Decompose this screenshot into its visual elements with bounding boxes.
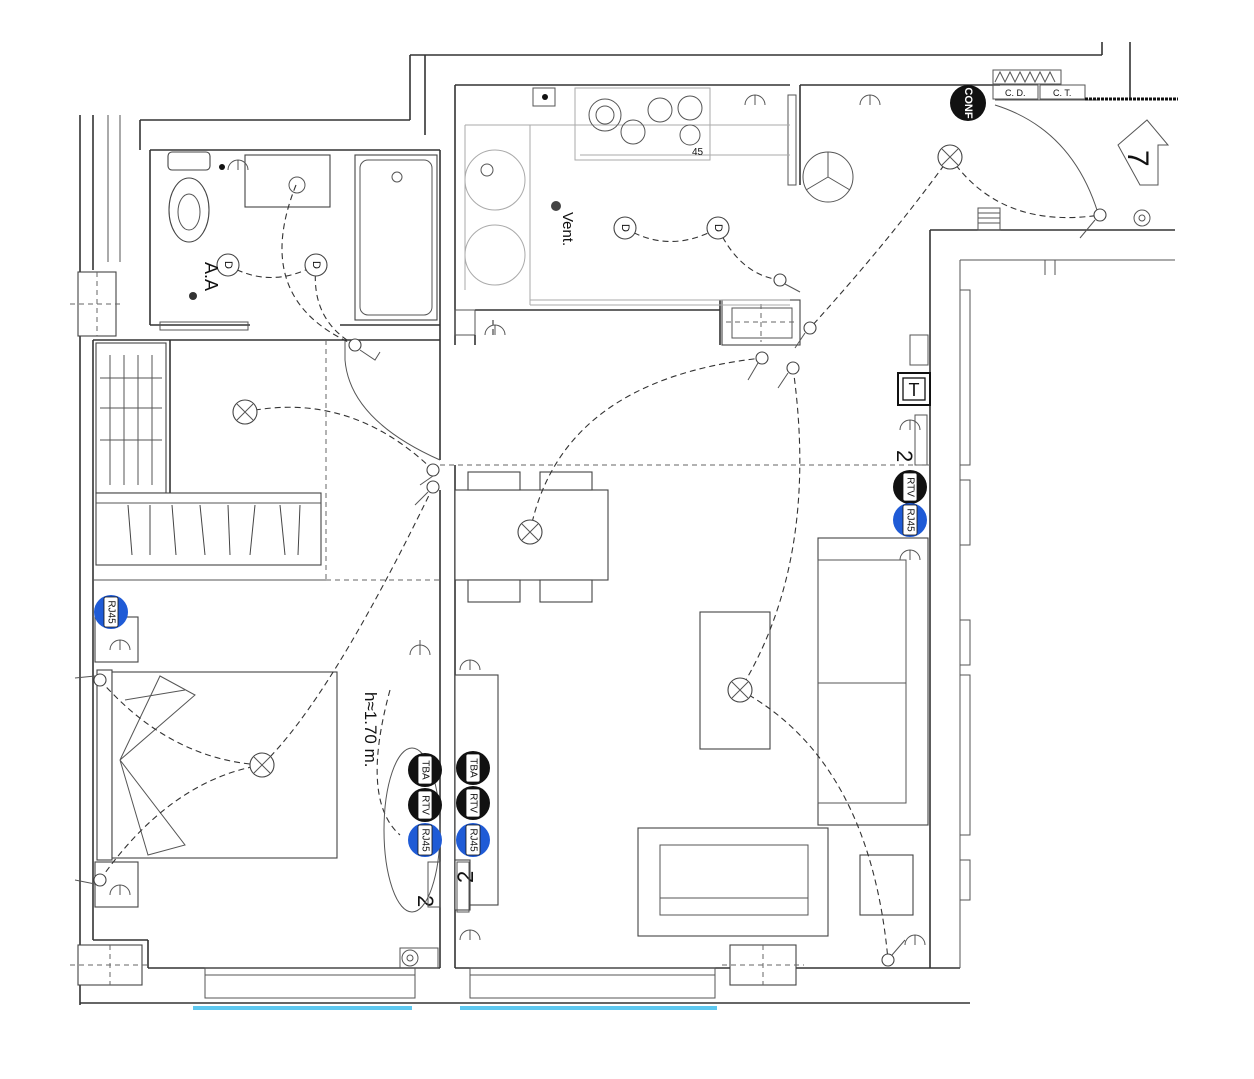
rj45-badge-right: RJ45 (893, 503, 927, 537)
socket-group-outline (383, 747, 441, 913)
svg-text:RTV: RTV (905, 477, 916, 497)
outlet-icon (899, 419, 921, 431)
unit-number: 7 (1121, 150, 1154, 167)
light-point-icon (727, 677, 753, 703)
outlet-icon (744, 94, 766, 106)
tba-badge-living: TBA (456, 751, 490, 785)
switch-icon (773, 273, 801, 293)
switch-icon (414, 480, 440, 506)
svg-text:CONF: CONF (962, 87, 974, 118)
kitchen-fixtures: 45 (464, 87, 854, 306)
light-point-icon (517, 519, 543, 545)
outlet-icon (899, 549, 921, 561)
rj45-badge-bedroom-wall: RJ45 (94, 595, 128, 629)
outlet-icon (904, 934, 926, 946)
svg-text:RJ45: RJ45 (468, 828, 479, 852)
light-point-icon (232, 399, 258, 425)
aa-label: A.A (201, 262, 221, 291)
rtv-badge-right: RTV (893, 470, 927, 504)
rj45-badge-living: RJ45 (456, 823, 490, 857)
svg-text:TBA: TBA (420, 760, 431, 780)
switch-icon (747, 351, 769, 381)
t-box-label: T (909, 380, 920, 400)
doors (344, 94, 1101, 461)
svg-text:TBA: TBA (468, 758, 479, 778)
svg-text:D: D (222, 261, 234, 269)
svg-text:D: D (619, 224, 631, 232)
rtv-badge-living: RTV (456, 786, 490, 820)
outer-walls (79, 42, 1175, 1005)
outlet-icon (859, 94, 881, 106)
downlight-icon: D (216, 253, 240, 277)
svg-text:RJ45: RJ45 (905, 508, 916, 532)
outlet-icon (459, 929, 481, 941)
outlet-icon (109, 639, 131, 651)
tba-badge-bedroom: TBA (408, 753, 442, 787)
svg-text:RJ45: RJ45 (106, 600, 117, 624)
light-points (232, 144, 963, 778)
ct-label: C. T. (1053, 88, 1071, 98)
cd-label: C. D. (1005, 88, 1026, 98)
conf-badge: CONF (950, 85, 986, 121)
switch-icon (1079, 208, 1107, 239)
switch-icon (74, 673, 107, 687)
switches (74, 208, 1107, 967)
light-point-icon (937, 144, 963, 170)
entry-area: C. D. C. T. (977, 69, 1178, 231)
svg-text:RTV: RTV (420, 795, 431, 815)
count-living: 2 (453, 871, 478, 883)
downlight-icon: D (304, 253, 328, 277)
light-point-icon (249, 752, 275, 778)
height-note: h≈1.70 m. (361, 692, 380, 767)
outlet-icon (409, 640, 431, 656)
windows (193, 289, 971, 1010)
outlets (109, 94, 926, 946)
switch-icon (419, 463, 440, 486)
bedroom (93, 579, 439, 969)
svg-text:RJ45: RJ45 (420, 828, 431, 852)
switch-icon (794, 321, 817, 349)
vent-label: Vent. (559, 212, 576, 246)
counter-depth-label: 45 (692, 147, 704, 158)
count-right: 2 (892, 450, 917, 462)
downlight-icon: D (613, 216, 637, 240)
outlet-icon (484, 324, 506, 336)
outlet-icon (109, 884, 131, 896)
switch-icon (348, 338, 381, 361)
rj45-badge-bedroom: RJ45 (408, 823, 442, 857)
rtv-badge-bedroom: RTV (408, 788, 442, 822)
svg-text:D: D (712, 224, 724, 232)
interior-walls (93, 84, 1000, 968)
switch-icon (74, 873, 107, 887)
switch-icon (881, 939, 906, 967)
bathroom-fixtures (167, 87, 556, 321)
closet (95, 340, 930, 581)
switch-icon (777, 361, 800, 389)
svg-text:D: D (310, 261, 322, 269)
downlight-icon: D (706, 216, 730, 240)
svg-text:RTV: RTV (468, 793, 479, 813)
t-box: T (897, 372, 931, 406)
d-points: D D D D (216, 216, 730, 277)
outlet-icon (459, 659, 481, 671)
columns (70, 271, 804, 986)
outlet-icon (227, 159, 249, 171)
